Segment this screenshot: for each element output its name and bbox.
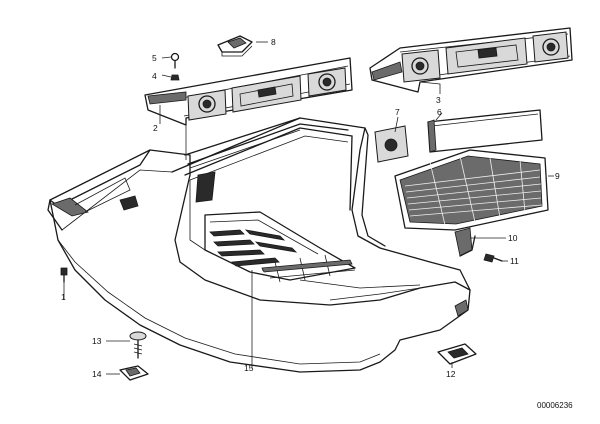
tapping-screw-part: [129, 331, 147, 359]
callout-6: 6: [437, 107, 442, 117]
callout-7: 7: [395, 107, 400, 117]
callout-8: 8: [271, 37, 276, 47]
bracket-part: [217, 35, 253, 57]
callout-4: 4: [152, 71, 157, 81]
retainer-part: [437, 343, 477, 365]
callout-14: 14: [92, 369, 102, 379]
right-trim-panel: [369, 27, 573, 93]
center-console-body: [47, 117, 471, 373]
small-screw-part: [483, 253, 503, 263]
callout-10: 10: [508, 233, 518, 243]
callout-15: 15: [244, 363, 254, 373]
leader-lines: [63, 41, 554, 375]
document-number: 00006236: [537, 401, 573, 410]
callout-1: 1: [61, 292, 66, 302]
callout-13: 13: [92, 336, 102, 346]
screw-left-part: [60, 267, 68, 283]
callout-2: 2: [153, 123, 158, 133]
square-cover-part: [374, 125, 409, 163]
nut-part: [170, 74, 180, 81]
grille-part: [394, 149, 549, 231]
screw-part: [170, 52, 180, 69]
clip-nut-part: [119, 365, 149, 381]
callout-3: 3: [436, 95, 441, 105]
rectangular-lid-part: [427, 109, 543, 153]
callout-labels: 1 2 3 4 5 6 7 8 9 10 11 12 13 14 15: [61, 37, 560, 379]
callout-9: 9: [555, 171, 560, 181]
callout-5: 5: [152, 53, 157, 63]
callout-11: 11: [510, 256, 519, 266]
left-trim-panel: [144, 57, 353, 126]
callout-12: 12: [446, 369, 456, 379]
clip-part: [454, 227, 476, 257]
